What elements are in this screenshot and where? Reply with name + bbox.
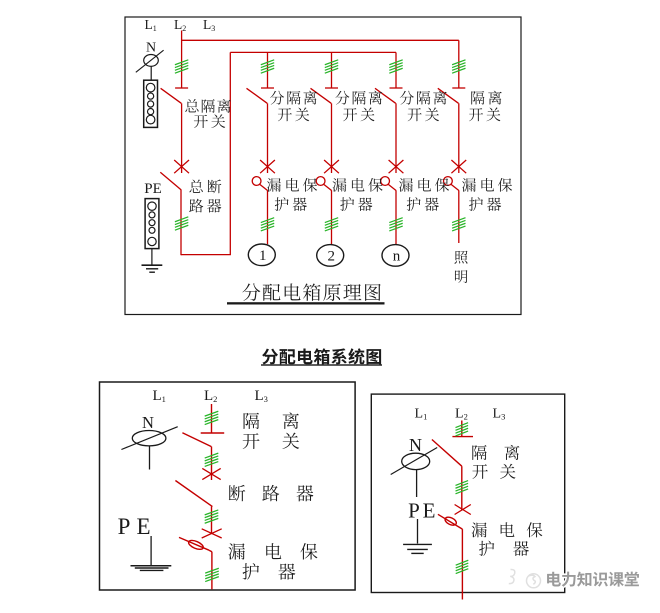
svg-text:PE: PE [144,181,162,197]
svg-text:P: P [118,514,131,539]
svg-text:E: E [423,499,436,523]
svg-text:1: 1 [259,248,267,264]
svg-text:N: N [409,435,422,455]
svg-text:n: n [393,249,401,265]
svg-text:E: E [136,514,150,539]
svg-text:N: N [146,41,156,56]
svg-text:N: N [142,413,154,432]
svg-text:2: 2 [327,249,335,265]
svg-text:P: P [408,499,420,523]
